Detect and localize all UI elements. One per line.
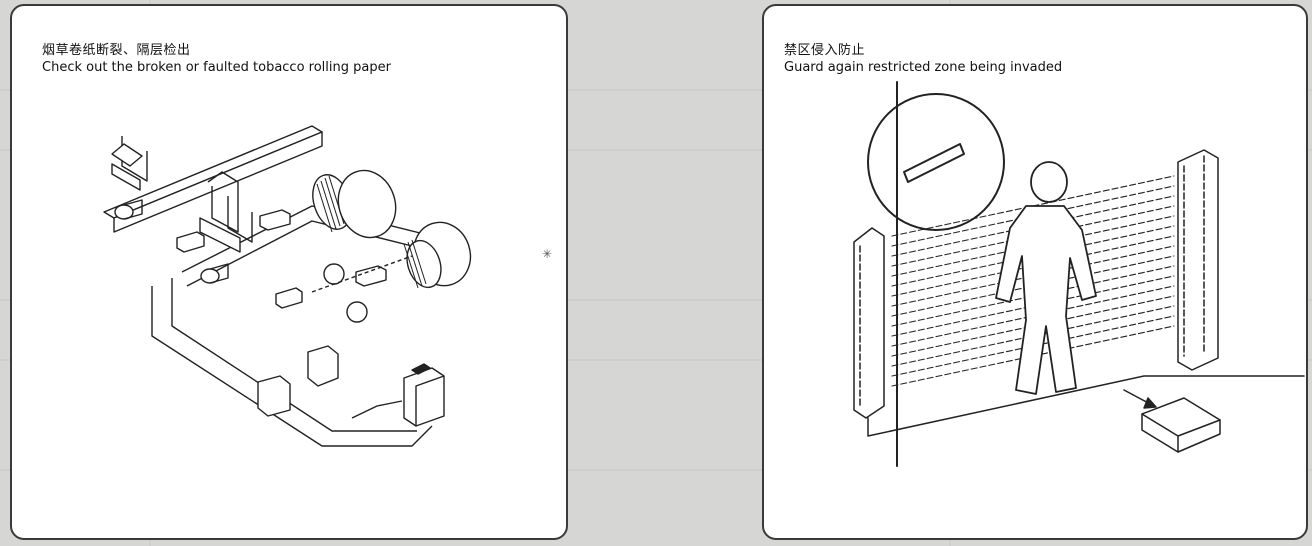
post-block bbox=[199, 217, 241, 253]
sensor-block-5 bbox=[307, 345, 339, 387]
control-box bbox=[403, 367, 445, 427]
post-1-base bbox=[111, 163, 141, 191]
chute bbox=[111, 143, 143, 167]
sensor-block-1 bbox=[176, 231, 205, 253]
conveyor-beam-top bbox=[103, 125, 323, 219]
emitter-column-left bbox=[853, 227, 885, 419]
star-mark: ✳ bbox=[542, 247, 552, 261]
sensor-beam bbox=[311, 255, 413, 293]
roller-small-4 bbox=[346, 301, 368, 323]
sensor-block-6 bbox=[257, 375, 291, 417]
left-title-en: Check out the broken or faulted tobacco … bbox=[42, 60, 391, 75]
roller-small-1-body bbox=[123, 199, 143, 220]
left-title-zh: 烟草卷纸断裂、隔层检出 bbox=[42, 43, 191, 58]
control-box-edge bbox=[415, 375, 445, 426]
chute-2 bbox=[207, 171, 239, 202]
left-caption: 烟草卷纸断裂、隔层检出 Check out the broken or faul… bbox=[42, 42, 391, 76]
person-figure bbox=[995, 161, 1097, 395]
restricted-zone-illustration bbox=[853, 81, 1305, 467]
cable bbox=[351, 400, 403, 419]
sensor-block-4 bbox=[355, 265, 387, 287]
sensor-block-3 bbox=[275, 287, 303, 309]
post-2 bbox=[211, 186, 239, 233]
no-entry-bar bbox=[903, 143, 965, 183]
floor-box bbox=[1141, 397, 1221, 453]
control-box-top bbox=[411, 363, 431, 375]
panel-tobacco-paper-detection: 烟草卷纸断裂、隔层检出 Check out the broken or faul… bbox=[10, 4, 568, 540]
arrow-head bbox=[1143, 397, 1157, 409]
lower-track-inner bbox=[171, 278, 417, 432]
tobacco-machine-illustration: ✳ bbox=[103, 125, 552, 447]
sensor-block-2 bbox=[259, 209, 291, 231]
panel-restricted-zone: 禁区侵入防止 Guard again restricted zone being… bbox=[762, 4, 1308, 540]
roll-1-stripes bbox=[316, 175, 345, 233]
roller-small-2-body bbox=[209, 263, 229, 284]
roll-2-stripes bbox=[403, 239, 427, 289]
rail-upper bbox=[181, 205, 433, 273]
right-title-en: Guard again restricted zone being invade… bbox=[784, 60, 1063, 75]
receiver-column-right bbox=[1177, 149, 1219, 371]
conveyor-beam-side bbox=[113, 131, 323, 233]
post-3 bbox=[227, 196, 253, 243]
right-title-zh: 禁区侵入防止 bbox=[784, 43, 866, 58]
right-caption: 禁区侵入防止 Guard again restricted zone being… bbox=[784, 42, 1062, 76]
lower-track bbox=[151, 286, 433, 447]
ground-line bbox=[867, 375, 1305, 437]
